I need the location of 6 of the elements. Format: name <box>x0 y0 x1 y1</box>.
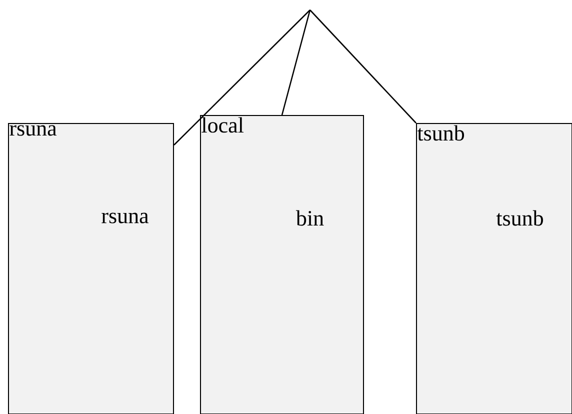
folder-box: local bin <box>200 115 364 414</box>
connector-line <box>281 10 311 116</box>
connector-line <box>310 10 416 124</box>
folder-box: tsunb tsunb <box>416 123 572 414</box>
connector-line <box>174 10 310 146</box>
folder-box: rsuna rsuna <box>8 123 174 414</box>
